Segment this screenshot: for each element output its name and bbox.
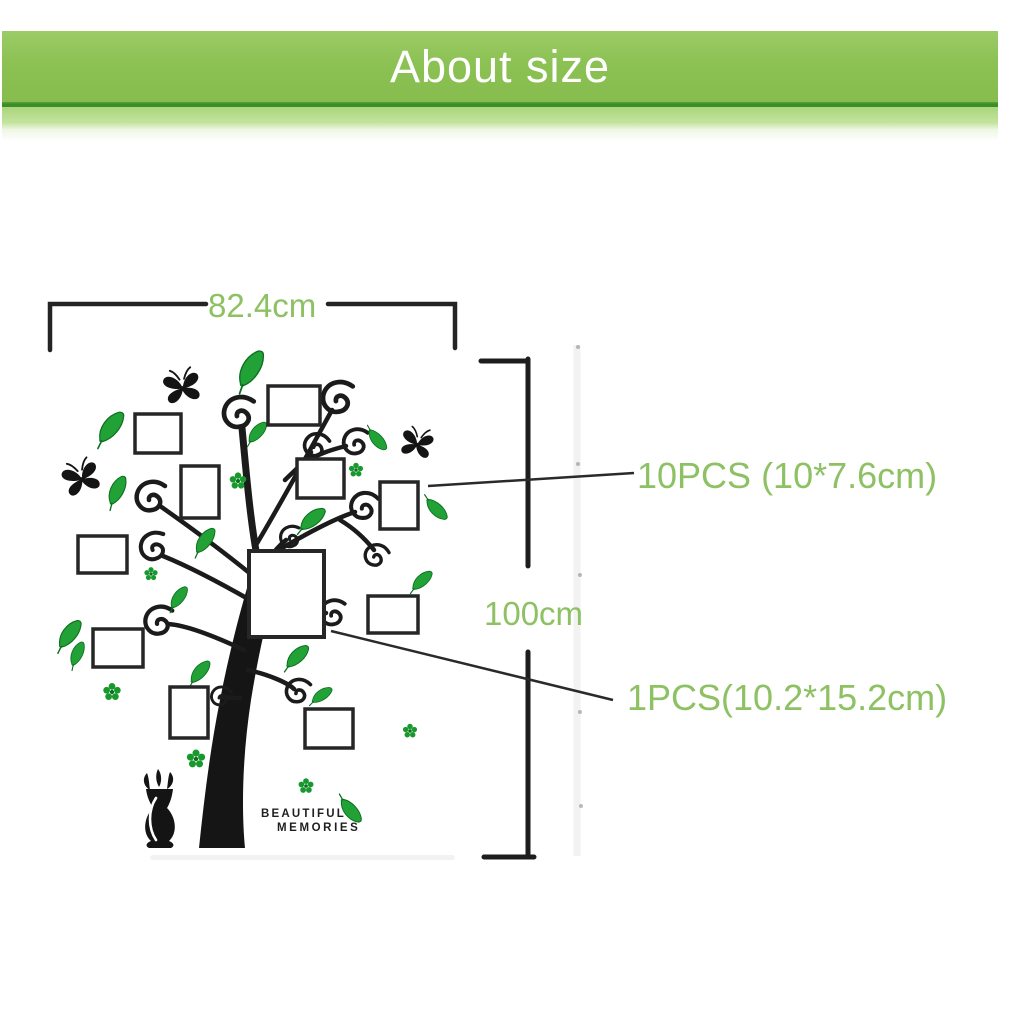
photo-frame-small (366, 594, 420, 635)
sticker-caption-line1: BEAUTIFUL (261, 808, 346, 820)
small-frames-size-label: 10PCS (10*7.6cm) (637, 455, 938, 496)
banner-dark-divider (2, 102, 998, 107)
butterfly-icon (160, 365, 203, 406)
photo-frame-small (266, 384, 322, 427)
vase-icon (143, 769, 175, 848)
family-tree-illustration (47, 347, 455, 860)
callout-line-large-frame (330, 629, 614, 702)
photo-frame-small (378, 480, 420, 531)
photo-frame-large (247, 549, 326, 639)
photo-frame-small (133, 412, 183, 455)
photo-frame-small (91, 627, 145, 669)
ground-shadow (150, 855, 455, 860)
header-banner: About size (2, 31, 998, 141)
height-dimension-bracket (478, 356, 537, 860)
large-frame-size-label: 1PCS(10.2*15.2cm) (627, 677, 948, 718)
sticker-caption-line2: MEMORIES (277, 822, 361, 834)
width-dimension-label: 82.4cm (208, 287, 317, 324)
registration-dots (576, 345, 583, 808)
banner-light-strip (2, 107, 998, 129)
photo-frame-small (168, 685, 210, 740)
photo-frame-small (303, 707, 355, 750)
header-banner-main: About size (2, 31, 998, 102)
photo-frame-small (295, 457, 346, 500)
height-dimension-label: 100cm (484, 595, 584, 632)
page-title: About size (389, 40, 611, 92)
photo-frame-small (76, 534, 129, 575)
width-dimension-bracket (47, 301, 458, 353)
photo-frames-small (76, 384, 420, 750)
butterfly-icon (57, 454, 104, 499)
photo-frame-small (179, 464, 221, 520)
butterfly-icon (398, 424, 437, 460)
banner-fade (2, 129, 998, 141)
callout-line-small-frames (427, 471, 635, 488)
